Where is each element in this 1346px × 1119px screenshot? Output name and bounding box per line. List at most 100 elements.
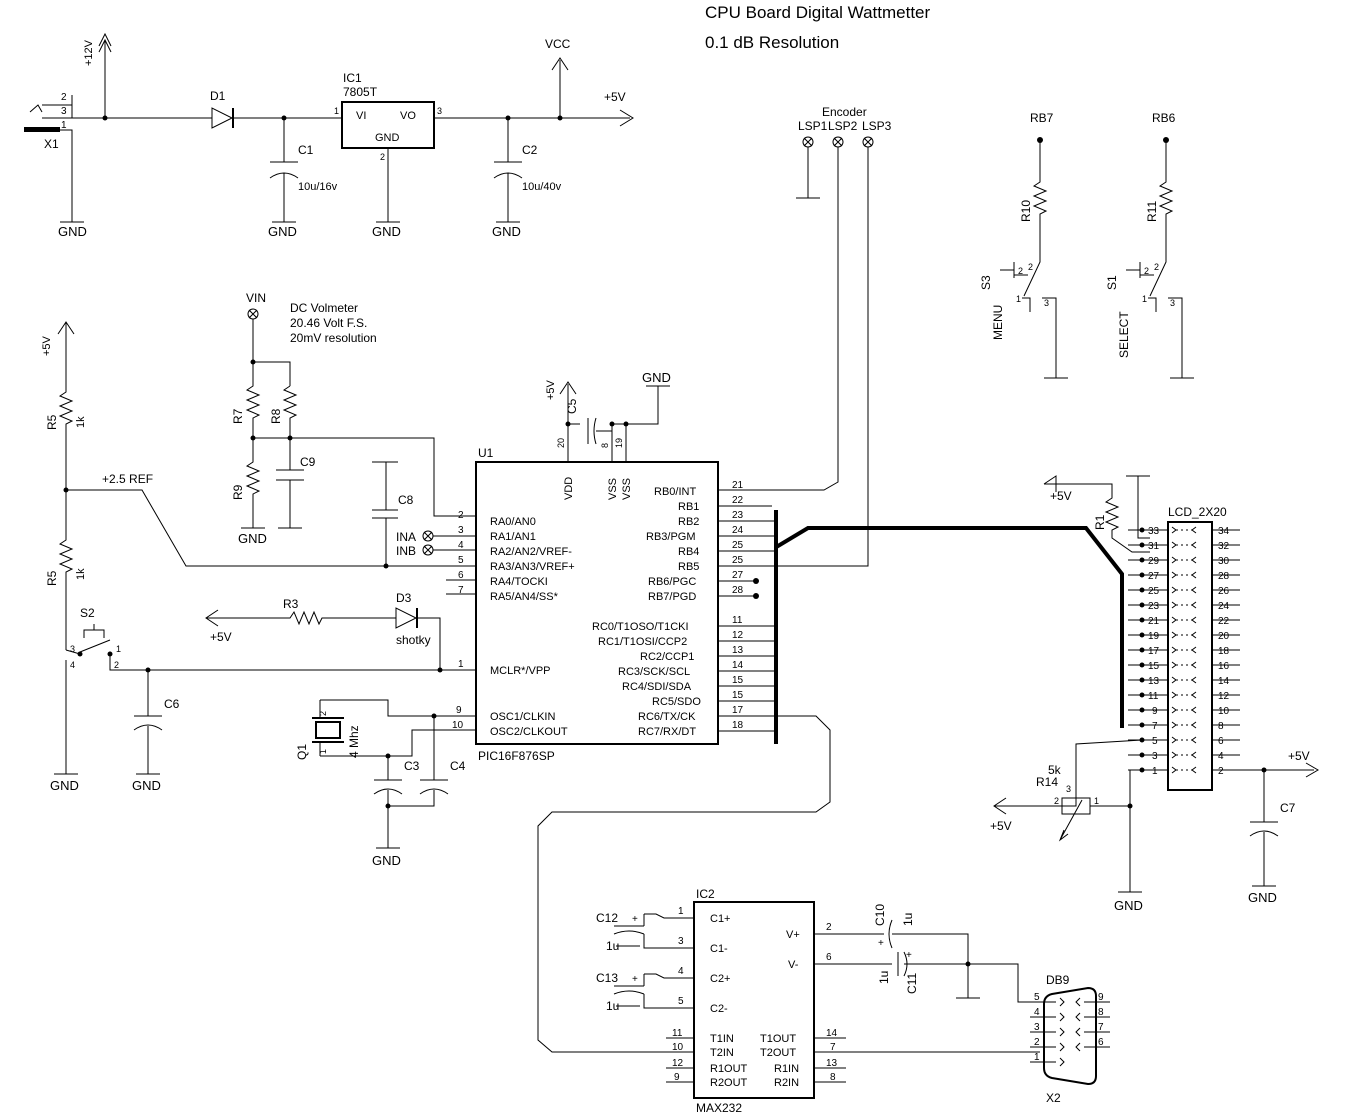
r3-v5-label: +5V <box>210 630 232 644</box>
gnd-label: GND <box>238 531 267 546</box>
u1-pin-name: RA1/AN1 <box>490 531 536 543</box>
r5b-label: R5 <box>45 570 59 586</box>
u1-pin-num: 11 <box>732 615 743 626</box>
lsp2-label: LSP2 <box>828 119 858 133</box>
db9-pin: 3 <box>1034 1022 1040 1033</box>
lcd-pin: 34 <box>1218 526 1230 537</box>
s2-pin-4: 4 <box>70 660 75 670</box>
r5b-value: 1k <box>75 568 87 580</box>
d3-note: shotky <box>396 633 431 647</box>
lcd-pin: 7 <box>1152 721 1158 732</box>
u1-pin-num: 2 <box>458 510 464 521</box>
v5-out-label: +5V <box>604 90 626 104</box>
u1-right-pins: RB0/INT 21 RB1 22 RB2 23 RB3/PGM 24 RB4 … <box>537 480 831 1053</box>
menu-label: MENU <box>991 305 1005 340</box>
lcd-pin: 1 <box>1152 766 1158 777</box>
u1-label: U1 <box>478 446 494 460</box>
lcd-pin: 19 <box>1148 631 1160 642</box>
voltmeter-note-1: DC Volmeter <box>290 301 358 315</box>
d3-diode <box>395 607 418 629</box>
c13-value: 1u <box>606 999 619 1013</box>
u1-pin-name: RA3/AN3/VREF+ <box>490 561 575 573</box>
ic2-pin-num: 6 <box>826 952 832 963</box>
db9-connector: DB9 X2 5 4 3 2 1 9 8 7 6 <box>1030 973 1110 1105</box>
gnd-label: GND <box>58 224 87 239</box>
gnd-label: GND <box>132 778 161 793</box>
c12-polarity: + <box>632 914 638 925</box>
u1-pin-name: OSC2/CLKOUT <box>490 726 568 738</box>
ic1-pin-in: 1 <box>334 106 339 116</box>
s3-pin-2: 2 <box>1018 266 1023 276</box>
lcd-pin: 33 <box>1148 526 1160 537</box>
ic1-vo: VO <box>400 110 416 122</box>
lcd-pin: 31 <box>1148 541 1160 552</box>
c10-label: C10 <box>873 904 887 926</box>
ic2-pin-num: 4 <box>678 966 684 977</box>
ic2-pin-name: R2OUT <box>710 1077 748 1089</box>
ic2-label: IC2 <box>696 887 715 901</box>
x1-label: X1 <box>44 137 59 151</box>
ic1-pin-gnd: 2 <box>380 152 385 162</box>
ic2-pin-name: T2IN <box>710 1047 734 1059</box>
r1-label: R1 <box>1093 514 1107 530</box>
u1-pin-num: 4 <box>458 540 464 551</box>
lcd-pin: 30 <box>1218 556 1230 567</box>
c5-v5-label: +5V <box>545 379 557 400</box>
c10-value: 1u <box>901 913 915 926</box>
r9-label: R9 <box>231 484 245 500</box>
q1-crystal <box>315 721 341 739</box>
ina-label: INA <box>396 530 416 544</box>
d1-diode <box>211 107 234 129</box>
gnd-label: GND <box>1248 890 1277 905</box>
u1-pin-num: 12 <box>732 630 744 641</box>
u1-pin-num: 3 <box>458 525 464 536</box>
lcd-pin: 17 <box>1148 646 1160 657</box>
encoder-label: Encoder <box>822 105 867 119</box>
u1-pin-19: 19 <box>614 438 624 448</box>
ref-v5-label: +5V <box>41 335 53 356</box>
lcd-header-body <box>1167 521 1213 791</box>
lcd-pin: 16 <box>1218 661 1230 672</box>
u1-pin-num: 18 <box>732 720 744 731</box>
rb6-label: RB6 <box>1152 111 1176 125</box>
u1-pin-name: RC0/T1OSO/T1CKI <box>592 621 689 633</box>
db9-pin: 4 <box>1034 1007 1040 1018</box>
lcd-label: LCD_2X20 <box>1168 505 1227 519</box>
r5a-value: 1k <box>75 416 87 428</box>
lcd-pin: 25 <box>1148 586 1160 597</box>
ic1-regulator <box>341 101 435 149</box>
u1-pin-num: 15 <box>732 675 744 686</box>
c6-label: C6 <box>164 697 180 711</box>
r8-label: R8 <box>269 408 283 424</box>
u1-pin-name: OSC1/CLKIN <box>490 711 555 723</box>
db9-shell <box>1043 986 1097 1086</box>
ic2-pin-num: 9 <box>674 1072 680 1083</box>
u1-pin-name: RA2/AN2/VREF- <box>490 546 572 558</box>
u1-pin-num: 10 <box>452 720 464 731</box>
x1-pin-1: 1 <box>61 120 67 131</box>
x1-connector <box>24 127 60 132</box>
lcd-pin: 18 <box>1218 646 1230 657</box>
c1-value: 10u/16v <box>298 181 338 193</box>
r5a-label: R5 <box>45 414 59 430</box>
r14-label: R14 <box>1036 775 1058 789</box>
u1-pin-name: RC3/SCK/SCL <box>618 666 690 678</box>
lcd-pin: 29 <box>1148 556 1160 567</box>
lcd-pin: 12 <box>1218 691 1230 702</box>
u1-pin-8: 8 <box>600 443 610 448</box>
lcd-pin: 10 <box>1218 706 1230 717</box>
max232-ic2: IC2 MAX232 C12 1u + C13 1u + 1 C1+ 3 C1-… <box>596 887 1040 1115</box>
u1-pin-num: 21 <box>732 480 744 491</box>
u1-pin-num: 24 <box>732 525 744 536</box>
encoder-section: Encoder LSP1 LSP2 LSP3 <box>718 105 892 567</box>
u1-pin-num: 1 <box>458 659 464 670</box>
s3-pin-3: 3 <box>1044 298 1049 308</box>
ic2-pin-name: C1+ <box>710 913 731 925</box>
u1-left-pins: 2 RA0/AN0 3 RA1/AN1 4 RA2/AN2/VREF- 5 RA… <box>446 510 575 738</box>
ic1-pin-out: 3 <box>437 106 442 116</box>
u1-pin-name: RA4/TOCKI <box>490 576 548 588</box>
ic2-pin-num: 12 <box>672 1058 684 1069</box>
v12-label: +12V <box>83 39 95 66</box>
db9-pin: 2 <box>1034 1037 1040 1048</box>
u1-pin-name: MCLR*/VPP <box>490 665 551 677</box>
